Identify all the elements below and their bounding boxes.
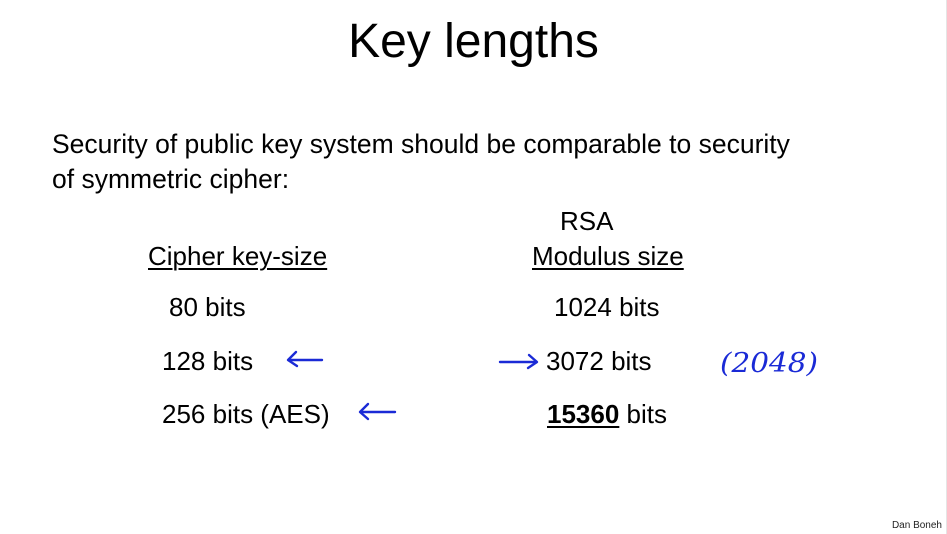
modulus-value-15360: 15360 [547,399,620,429]
modulus-cell-15360: 15360 bits [547,398,667,430]
cipher-cell-256: 256 bits (AES) [162,399,330,429]
left-arrow-icon [286,350,324,368]
right-arrow-icon [498,353,539,370]
intro-line-2: of symmetric cipher: [52,164,290,194]
left-arrow-icon [358,402,397,421]
annotation-2048: (2048) [720,348,818,379]
modulus-size-header: Modulus size [532,241,684,271]
cipher-cell-80: 80 bits [169,292,246,322]
cipher-key-size-header: Cipher key-size [148,241,328,271]
intro-text: Security of public key system should be … [52,127,912,197]
intro-line-1: Security of public key system should be … [52,129,790,159]
modulus-cell-3072: 3072 bits [546,346,652,376]
cipher-cell-128: 128 bits [162,346,254,376]
author-credit: Dan Boneh [891,520,942,531]
modulus-unit: bits [619,399,667,429]
slide-title: Key lengths [348,15,599,68]
modulus-cell-1024: 1024 bits [554,292,660,322]
rsa-label: RSA [560,206,614,236]
